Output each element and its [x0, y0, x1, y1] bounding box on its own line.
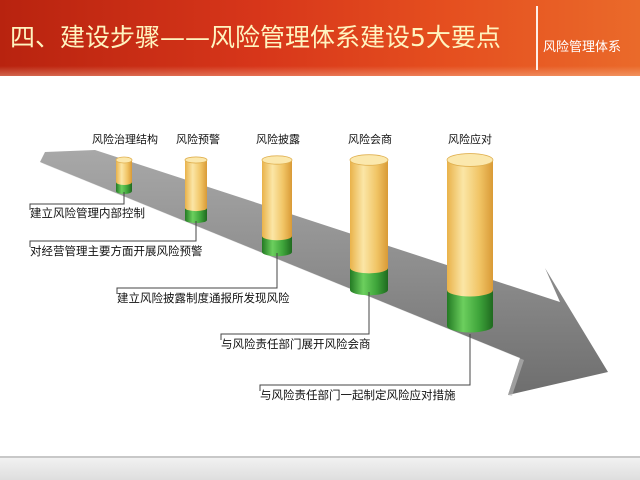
stage-description: 建立风险披露制度通报所发现风险 — [117, 291, 290, 305]
header-banner: 四、建设步骤——风险管理体系建设5大要点 风险管理体系 — [0, 0, 640, 76]
stage-connector — [116, 253, 278, 294]
cylinder-top — [349, 154, 389, 166]
cylinder-top — [115, 156, 133, 164]
stage-connector — [29, 221, 197, 247]
cylinder-body — [350, 160, 388, 274]
section-badge: 风险管理体系 — [543, 40, 622, 55]
cylinder-body — [262, 160, 292, 241]
cylinder-top — [184, 156, 208, 164]
stage-description: 建立风险管理内部控制 — [30, 206, 145, 220]
stage-description: 对经营管理主要方面开展风险预警 — [30, 244, 203, 258]
cylinder-base — [447, 290, 494, 333]
cylinder-body — [185, 160, 207, 212]
stage-connector — [29, 192, 125, 210]
stage-label: 风险披露 — [256, 133, 300, 146]
stage-label: 风险应对 — [448, 133, 492, 146]
stage-connector — [259, 334, 471, 391]
stage-label: 风险会商 — [348, 133, 392, 146]
cylinder-base — [116, 182, 132, 194]
stage-description: 与风险责任部门一起制定风险应对措施 — [260, 388, 456, 402]
stage-cylinder — [349, 154, 389, 296]
cylinder-top — [261, 155, 293, 165]
stage-description: 与风险责任部门展开风险会商 — [221, 337, 371, 351]
stage-cylinder — [184, 156, 208, 224]
stage-connector — [220, 292, 370, 340]
page-title: 四、建设步骤——风险管理体系建设5大要点 — [10, 23, 501, 52]
header-divider — [536, 6, 538, 70]
cylinder-top — [446, 153, 494, 167]
stage-label: 风险治理结构 — [92, 133, 158, 146]
stage-cylinder — [261, 155, 293, 257]
footer-bar — [0, 456, 640, 480]
stage-cylinder — [115, 156, 133, 194]
stage-cylinder — [446, 153, 494, 333]
cylinder-body — [116, 160, 132, 185]
cylinder-body — [447, 160, 494, 297]
stage-label: 风险预警 — [176, 133, 220, 146]
process-arrow — [40, 150, 608, 395]
cylinder-base — [350, 268, 388, 296]
cylinder-base — [262, 236, 292, 257]
cylinder-base — [185, 208, 207, 224]
